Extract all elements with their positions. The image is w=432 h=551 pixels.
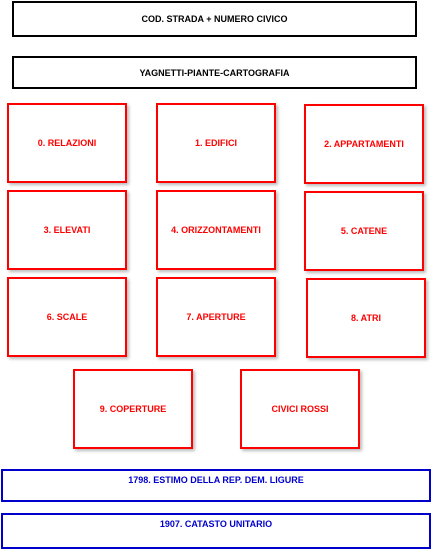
category-label: 1. EDIFICI: [194, 138, 237, 148]
category-label: 7. APERTURE: [186, 312, 246, 322]
category-elevati-button[interactable]: 3. ELEVATI: [7, 190, 127, 270]
category-label: CIVICI ROSSI: [271, 404, 329, 414]
catasto-1907-label: 1907. CATASTO UNITARIO: [159, 519, 273, 529]
category-label: 4. ORIZZONTAMENTI: [171, 225, 261, 235]
category-label: 5. CATENE: [340, 226, 388, 236]
category-relazioni-button[interactable]: 0. RELAZIONI: [7, 103, 127, 183]
estimo-1798-label: 1798. ESTIMO DELLA REP. DEM. LIGURE: [128, 475, 304, 485]
category-civici-rossi-button[interactable]: CIVICI ROSSI: [240, 369, 360, 449]
category-aperture-button[interactable]: 7. APERTURE: [156, 277, 276, 357]
category-label: 8. ATRI: [350, 313, 381, 323]
category-label: 0. RELAZIONI: [37, 138, 97, 148]
catasto-1907-button[interactable]: 1907. CATASTO UNITARIO: [1, 513, 431, 549]
category-orizzontamenti-button[interactable]: 4. ORIZZONTAMENTI: [156, 190, 276, 270]
estimo-1798-button[interactable]: 1798. ESTIMO DELLA REP. DEM. LIGURE: [1, 469, 431, 502]
category-scale-button[interactable]: 6. SCALE: [7, 277, 127, 357]
cartography-button[interactable]: YAGNETTI-PIANTE-CARTOGRAFIA: [12, 56, 417, 89]
category-atri-button[interactable]: 8. ATRI: [306, 278, 426, 358]
category-catene-button[interactable]: 5. CATENE: [304, 191, 424, 271]
category-appartamenti-button[interactable]: 2. APPARTAMENTI: [304, 104, 424, 184]
street-code-button[interactable]: COD. STRADA + NUMERO CIVICO: [12, 1, 417, 37]
category-label: 6. SCALE: [46, 312, 88, 322]
category-label: 2. APPARTAMENTI: [324, 139, 404, 149]
category-label: 9. COPERTURE: [99, 404, 167, 414]
street-code-label: COD. STRADA + NUMERO CIVICO: [141, 14, 288, 24]
category-edifici-button[interactable]: 1. EDIFICI: [156, 103, 276, 183]
cartography-label: YAGNETTI-PIANTE-CARTOGRAFIA: [139, 67, 290, 78]
category-coperture-button[interactable]: 9. COPERTURE: [73, 369, 193, 449]
category-label: 3. ELEVATI: [43, 225, 91, 235]
